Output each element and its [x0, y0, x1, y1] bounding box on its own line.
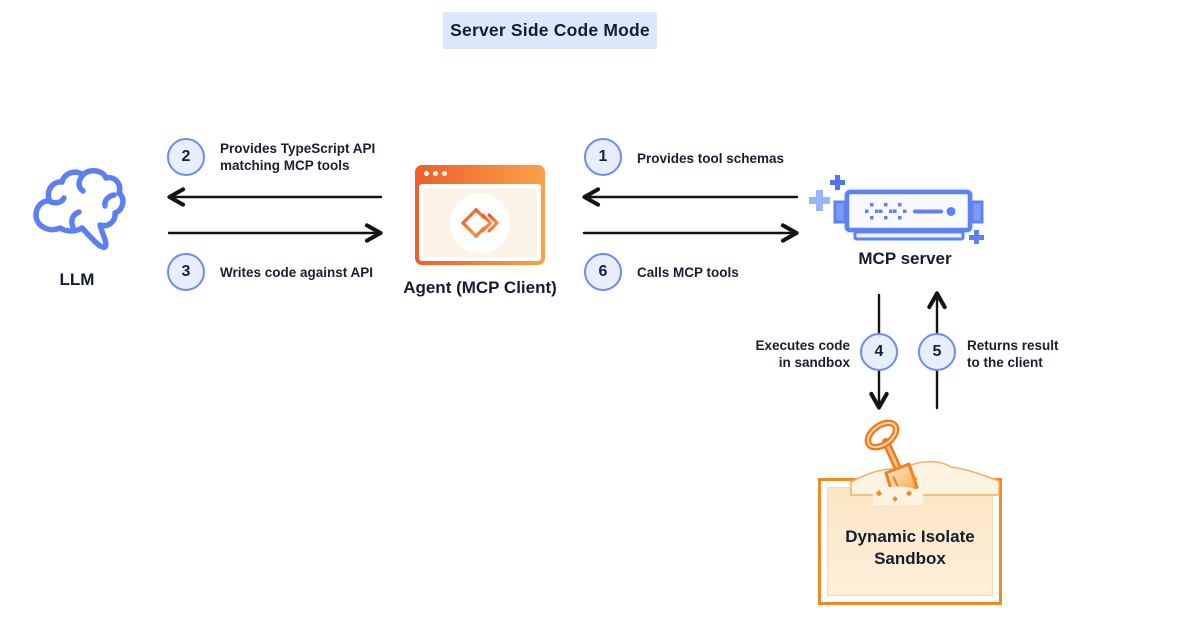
step-circle-4: 4: [860, 333, 898, 371]
sparkle-icon: [809, 190, 830, 211]
sandbox-box: Dynamic Isolate Sandbox: [818, 478, 1002, 605]
code-mode-logo-icon: [461, 207, 499, 238]
step-circle-6: 6: [584, 253, 622, 291]
sparkle-icon: [830, 175, 845, 190]
step-label-6: Calls MCP tools: [637, 265, 739, 280]
browser-window-icon: [415, 165, 545, 265]
llm-label: LLM: [59, 270, 95, 289]
step-label-4: Executes code in sandbox: [755, 338, 850, 370]
agent-label: Agent (MCP Client): [403, 278, 557, 297]
sandbox-label: Dynamic Isolate Sandbox: [827, 487, 993, 596]
mcp-server-label: MCP server: [858, 249, 952, 268]
shovel-sand-icon: [850, 419, 1000, 505]
step-label-5: Returns result to the client: [967, 338, 1059, 370]
step-label-2: Provides TypeScript API matching MCP too…: [220, 141, 376, 173]
step-circle-3: 3: [167, 253, 205, 291]
brain-icon: [33, 168, 126, 251]
server-rack-icon: [809, 175, 984, 244]
step-label-1: Provides tool schemas: [637, 151, 785, 166]
sparkle-icon: [969, 230, 984, 244]
step-circle-5: 5: [918, 333, 956, 371]
window-control-dots: [424, 171, 447, 176]
step-label-3: Writes code against API: [220, 265, 374, 280]
page-title: Server Side Code Mode: [443, 12, 657, 49]
step-circle-1: 1: [584, 138, 622, 176]
step-circle-2: 2: [167, 138, 205, 176]
